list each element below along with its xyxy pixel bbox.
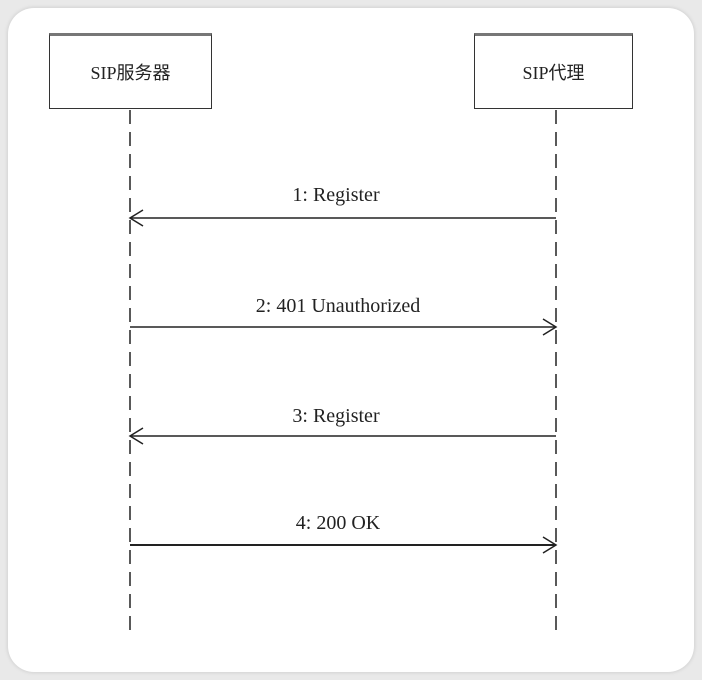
participant-sip-server: SIP服务器: [49, 33, 212, 109]
message-arrow-3: [128, 427, 556, 445]
arrowhead-icon: [542, 536, 558, 554]
message-arrow-2: [130, 318, 558, 336]
message-label-4: 4: 200 OK: [295, 512, 381, 534]
arrowhead-icon: [128, 209, 144, 227]
message-arrow-1: [128, 209, 556, 227]
message-label-1: 1: Register: [292, 184, 380, 206]
message-label-2: 2: 401 Unauthorized: [255, 295, 421, 317]
arrowhead-icon: [128, 427, 144, 445]
diagram-card: [8, 8, 694, 672]
arrowhead-icon: [542, 318, 558, 336]
message-arrow-4: [130, 536, 558, 554]
participant-sip-proxy: SIP代理: [474, 33, 633, 109]
message-label-3: 3: Register: [292, 405, 380, 427]
